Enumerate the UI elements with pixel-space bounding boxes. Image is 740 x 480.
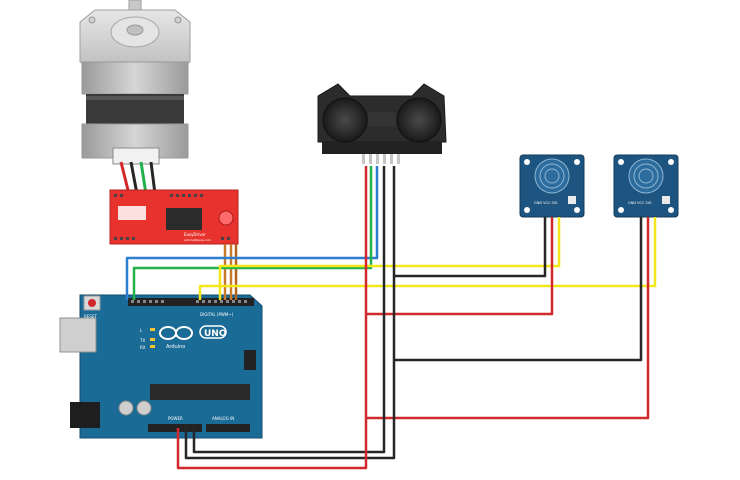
wire-touch2-signal [198, 217, 657, 300]
digital-header [128, 298, 254, 306]
wire-sensor-blue [125, 166, 379, 300]
stepper-motor [79, 0, 191, 165]
arduino-logo: UNO Arduino [159, 325, 227, 350]
wire-touch1-gnd [394, 217, 547, 278]
touch-sensor-2-pin-label: GND VCC SIG [628, 201, 652, 205]
wire-touch1-vcc [366, 217, 554, 316]
motor-cables [119, 161, 157, 195]
wire-touch2-vcc [366, 217, 650, 420]
driver-model-label: EasyDriver [184, 232, 206, 237]
board-model: UNO [204, 329, 227, 339]
wires [125, 166, 657, 470]
l-led-label: L [140, 328, 143, 333]
power-header [148, 424, 202, 432]
analog-header [206, 424, 250, 432]
touch-sensor-1-pin-label: GND VCC SIG [534, 201, 558, 205]
sensor-lens-right [396, 97, 442, 143]
touch-sensor-2: GND VCC SIG [613, 154, 679, 218]
wire-touch2-gnd [394, 217, 643, 362]
distance-sensor [317, 83, 447, 164]
wire-sensor-green [132, 166, 373, 300]
wire-gnd-bus [184, 166, 396, 460]
power-jack [70, 402, 100, 428]
power-label: POWER [168, 416, 183, 421]
easydriver-board: EasyDriver schmalzhaus.com [109, 189, 239, 245]
analog-label: ANALOG IN [212, 416, 234, 421]
usb-port [59, 317, 97, 353]
icsp-header [244, 350, 256, 370]
motor-connector [112, 147, 160, 165]
touch-sensor-1: GND VCC SIG [519, 154, 585, 218]
motor-body-upper [81, 61, 189, 95]
reset-label: RESET [84, 314, 97, 319]
wire-5v-bus [176, 166, 368, 470]
board-brand: Arduino [166, 344, 185, 350]
wire-sensor-gnd-2 [192, 166, 386, 454]
rx-led-label: RX [140, 345, 146, 350]
digital-label: DIGITAL (PWM~) [200, 312, 234, 317]
arduino-uno-board: RESET DIGITAL (PWM~) UNO Arduino L TX RX [59, 294, 263, 439]
tx-led-label: TX [139, 338, 145, 343]
sensor-lens-left [322, 97, 368, 143]
atmega-chip [150, 384, 250, 400]
driver-brand-label: schmalzhaus.com [184, 238, 211, 242]
wire-touch1-signal [218, 217, 561, 300]
